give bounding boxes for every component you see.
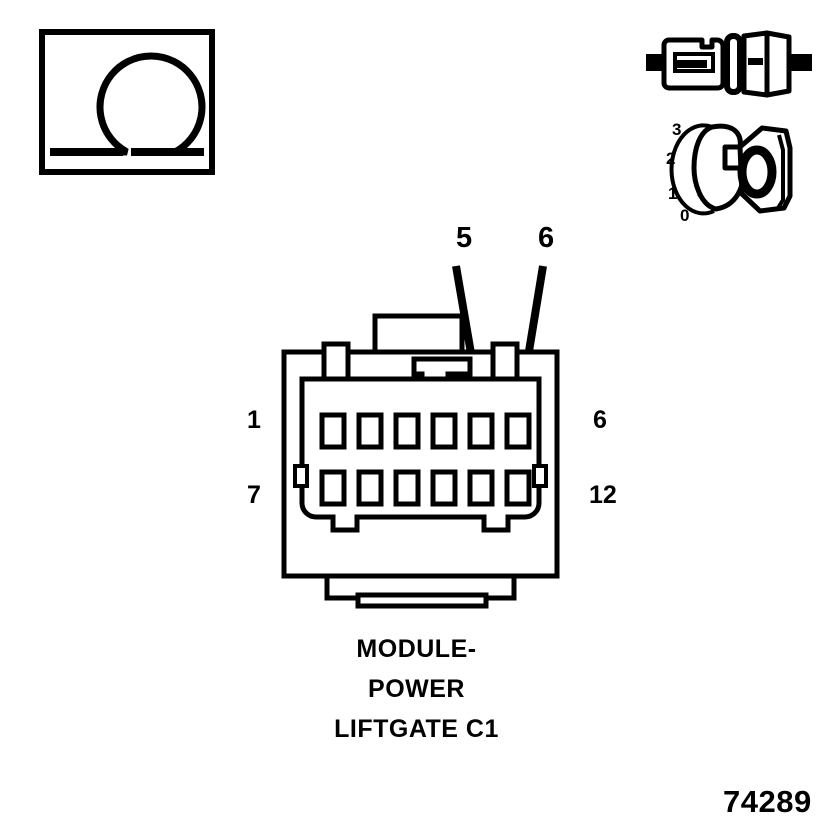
cavity-4 xyxy=(430,412,458,450)
cavity-8 xyxy=(356,469,384,507)
ignition-key-switch-icon xyxy=(669,123,793,216)
disconnected-connector-icon xyxy=(646,30,812,98)
cavity-12 xyxy=(504,469,532,507)
figure-id-number: 74289 xyxy=(723,784,812,819)
callout-label-5: 5 xyxy=(456,222,473,254)
callout-label-6: 6 xyxy=(538,222,555,254)
cavity-7 xyxy=(319,469,347,507)
cavity-10 xyxy=(430,469,458,507)
connector-body xyxy=(281,313,560,609)
ignition-position-label-0: 0 xyxy=(680,206,690,225)
cavity-11 xyxy=(467,469,495,507)
cavity-1 xyxy=(319,412,347,450)
connector-caption-line-3: LIFTGATE C1 xyxy=(334,715,499,743)
connector-caption-line-1: MODULE- xyxy=(356,635,477,663)
ignition-position-label-3: 3 xyxy=(672,120,682,139)
ignition-position-label-1: 1 xyxy=(668,184,678,203)
connector-base-lip xyxy=(355,592,489,609)
cavity-2 xyxy=(356,412,384,450)
ignition-position-label-2: 2 xyxy=(666,149,676,168)
cavity-3 xyxy=(393,412,421,450)
cavity-9 xyxy=(393,469,421,507)
pin-label-bottom-right: 12 xyxy=(589,481,617,509)
cavity-6 xyxy=(504,412,532,450)
cavity-5 xyxy=(467,412,495,450)
connector-caption-line-2: POWER xyxy=(368,675,465,703)
pin-label-top-right: 6 xyxy=(593,406,607,434)
ohm-resistance-icon xyxy=(39,29,215,175)
pin-label-bottom-left: 7 xyxy=(247,481,261,509)
pin-label-top-left: 1 xyxy=(247,406,261,434)
